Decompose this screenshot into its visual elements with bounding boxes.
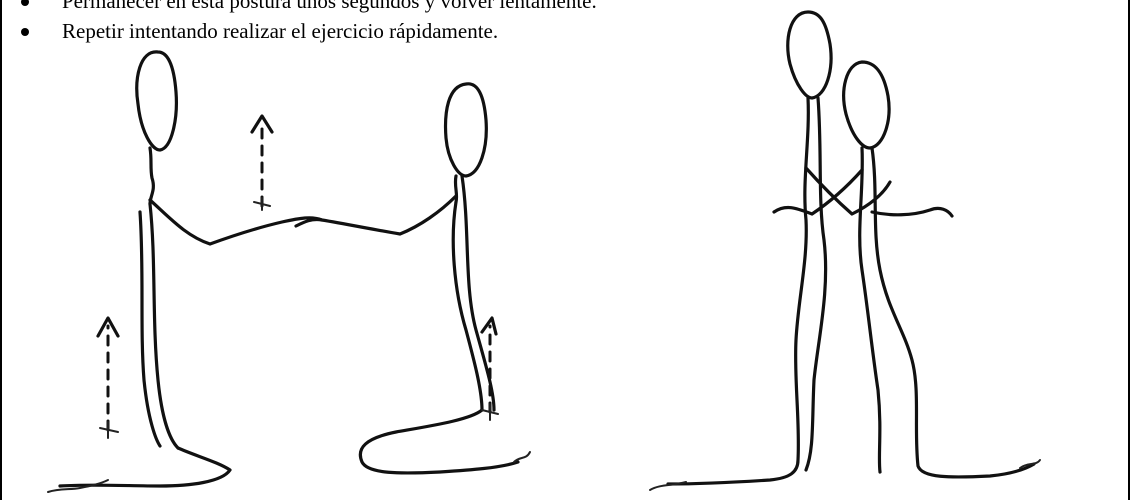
left-kneeling-person xyxy=(48,52,322,492)
torso-line xyxy=(668,98,808,484)
back-standing-person xyxy=(668,12,890,484)
torso-line xyxy=(872,148,1034,477)
upward-arrow-icon xyxy=(252,116,272,210)
head-shape xyxy=(137,52,177,150)
head-shape xyxy=(788,12,831,98)
torso-line xyxy=(150,204,178,448)
upward-arrow-icon xyxy=(98,318,118,438)
head-shape xyxy=(844,62,889,148)
arm-line xyxy=(806,168,890,214)
upward-arrow-icon xyxy=(482,318,498,420)
standing-pair-figure xyxy=(650,12,1040,490)
arm-line xyxy=(774,170,862,214)
arm-line xyxy=(296,196,456,234)
arm-line xyxy=(150,200,322,244)
kneeling-pair-figure xyxy=(48,52,530,492)
right-kneeling-person xyxy=(296,84,530,473)
head-shape xyxy=(446,84,487,176)
